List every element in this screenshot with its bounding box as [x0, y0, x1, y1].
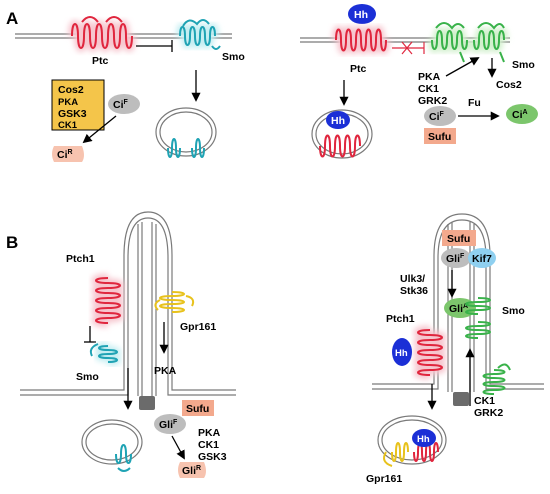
a-right-kinase: PKA	[418, 71, 441, 83]
a-left-smo-label: Smo	[222, 51, 245, 63]
a-right-kinase: CK1	[418, 83, 439, 95]
a-left-complex-item: Cos2	[58, 84, 84, 96]
a-left-cos2-complex	[51, 79, 105, 131]
a-right-ptc-label: Ptc	[350, 63, 367, 75]
svg-text:CiF: CiF	[113, 99, 129, 111]
svg-text:Hh: Hh	[331, 115, 345, 127]
svg-text:Hh: Hh	[417, 434, 430, 445]
b-right-gli-full: GliF	[441, 248, 471, 268]
b-right-vesicle: Hh	[377, 415, 447, 467]
b-right-smo-label: Smo	[502, 305, 525, 317]
a-right-kinase-arrow	[445, 57, 480, 77]
svg-text:GliA: GliA	[449, 303, 468, 315]
b-right-ptch1-receptor	[413, 325, 447, 380]
b-right-ulk3-label: Ulk3/	[400, 273, 425, 285]
a-left-smo-receptor	[176, 19, 221, 50]
b-left-cilium	[20, 211, 236, 410]
b-left-inhibition	[84, 326, 96, 343]
b-left-pka-label: PKA	[154, 365, 177, 377]
panel-a-label: A	[6, 9, 18, 28]
b-right-ptch1-label: Ptch1	[386, 313, 415, 325]
b-left-gli-repressor: GliR	[178, 462, 206, 478]
a-left-complex-item: GSK3	[58, 108, 87, 120]
svg-text:Hh: Hh	[354, 9, 368, 21]
a-right-fu-label: Fu	[468, 97, 481, 109]
svg-text:CiR: CiR	[57, 149, 73, 161]
b-right-kinase: GRK2	[474, 407, 503, 419]
svg-text:Sufu: Sufu	[428, 131, 451, 143]
b-left-processing-arrow	[171, 435, 185, 460]
a-left-inhibition	[136, 40, 173, 52]
svg-text:Kif7: Kif7	[472, 253, 492, 265]
b-right-stk36-label: Stk36	[400, 285, 428, 297]
b-left-kinase: CK1	[198, 439, 219, 451]
a-right-hh-ligand: Hh	[348, 4, 376, 24]
panel-b-label: B	[6, 233, 18, 252]
b-left-smo-receptor	[89, 342, 121, 366]
b-right-kinase: CK1	[474, 395, 495, 407]
a-left-complex-item: PKA	[58, 97, 78, 108]
a-left-processing-arrow	[82, 115, 117, 144]
b-left-ptch1-label: Ptch1	[66, 253, 95, 265]
b-left-ptch1-receptor	[91, 273, 125, 328]
b-left-kinase: GSK3	[198, 451, 227, 463]
a-right-smo-label: Smo	[512, 59, 535, 71]
b-left-gpr161-label: Gpr161	[180, 321, 216, 333]
svg-text:GliF: GliF	[446, 253, 465, 265]
b-left-kinase: PKA	[198, 427, 221, 439]
svg-text:CiF: CiF	[429, 111, 445, 123]
a-left-complex-item: CK1	[58, 120, 78, 131]
svg-text:GliF: GliF	[159, 419, 178, 431]
a-left-ptc-label: Ptc	[92, 55, 109, 67]
a-right-ci-full: CiF	[424, 106, 456, 126]
a-right-ptc-receptor	[332, 25, 390, 55]
b-left-gpr161-receptor	[154, 291, 195, 313]
svg-text:CiA: CiA	[512, 109, 528, 121]
svg-text:Sufu: Sufu	[186, 403, 209, 415]
a-right-vesicle: Hh	[311, 109, 373, 159]
svg-text:GliR: GliR	[182, 465, 201, 477]
a-right-cos2-label: Cos2	[496, 79, 522, 91]
b-right-smo-receptors	[465, 297, 511, 395]
a-left-vesicle	[155, 107, 217, 158]
a-right-blocked-inhibition	[392, 41, 425, 55]
a-right-ci-activator: CiA	[506, 104, 538, 124]
b-left-vesicle	[81, 419, 143, 472]
b-right-gpr161-label: Gpr161	[366, 473, 402, 485]
a-right-kinase: GRK2	[418, 95, 447, 107]
b-right-gli-activator: GliA	[444, 298, 476, 318]
b-right-hh-ligand: Hh	[392, 338, 412, 366]
b-right-kif7: Kif7	[468, 248, 496, 268]
a-left-ptc-receptor	[68, 16, 136, 52]
a-left-ci-full: CiF	[108, 94, 140, 114]
b-left-sufu: Sufu	[182, 400, 214, 416]
b-left-smo-label: Smo	[76, 371, 99, 383]
svg-text:Sufu: Sufu	[447, 233, 470, 245]
a-left-ci-repressor: CiR	[52, 146, 84, 162]
b-left-gli-full: GliF	[154, 414, 186, 434]
a-right-smo-receptors	[428, 22, 508, 63]
b-right-sufu: Sufu	[442, 230, 476, 246]
a-right-sufu: Sufu	[424, 128, 456, 144]
svg-text:Hh: Hh	[395, 348, 408, 359]
